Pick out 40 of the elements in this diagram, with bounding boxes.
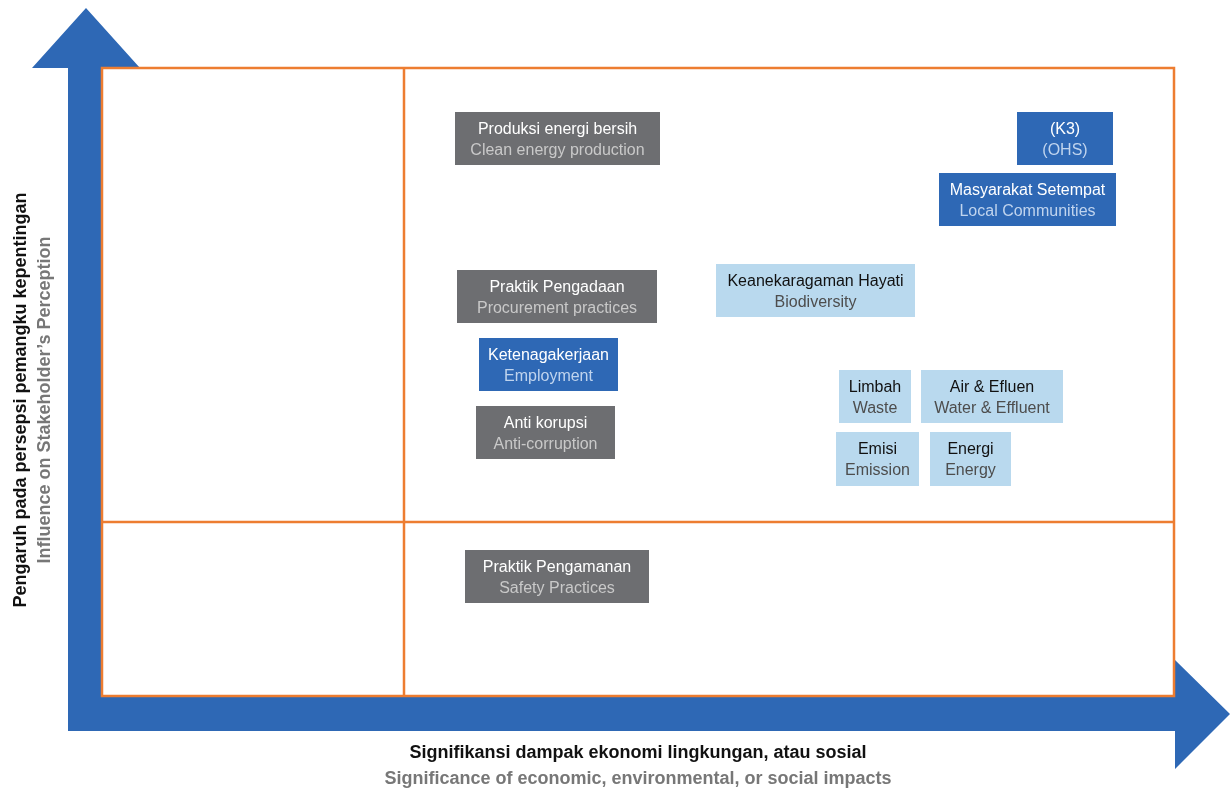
topic-translation: Waste <box>852 397 898 418</box>
topic-label: Emisi <box>857 439 898 459</box>
topic-label: Keanekaragaman Hayati <box>727 270 904 291</box>
axis-title: Pengaruh pada persepsi pemangku kepentingan <box>9 192 31 608</box>
topic-box <box>836 432 919 486</box>
topic-box <box>939 173 1116 226</box>
axis-title: Signifikansi dampak ekonomi lingkungan, atau sosial <box>409 741 867 764</box>
topic-translation: Emission <box>845 460 910 480</box>
topic-label: (K3) <box>1049 118 1081 139</box>
topic-translation: Anti-corruption <box>493 433 598 454</box>
topic-box <box>839 370 911 423</box>
topic-box <box>465 550 649 603</box>
topic-translation: Safety Practices <box>499 577 615 598</box>
topic-label: Air & Efluen <box>949 376 1035 397</box>
topic-label: Produksi energi bersih <box>477 118 638 139</box>
topic-translation: Water & Effluent <box>934 397 1050 418</box>
topic-label: Limbah <box>848 376 902 397</box>
topic-translation: (OHS) <box>1042 139 1088 160</box>
topic-box <box>716 264 915 317</box>
topic-translation: Local Communities <box>959 200 1096 221</box>
topic-translation: Biodiversity <box>774 291 857 312</box>
topic-box <box>455 112 660 165</box>
topic-translation: Employment <box>504 365 593 386</box>
topic-translation: Procurement practices <box>476 297 638 318</box>
topic-label: Ketenagakerjaan <box>488 344 609 365</box>
topic-box <box>476 406 615 459</box>
topic-label: Praktik Pengadaan <box>489 276 625 297</box>
topic-label: Energi <box>947 439 994 459</box>
topic-box <box>930 432 1011 486</box>
axis-title: Significance of economic, environmental, or social impacts <box>384 767 892 790</box>
axis-title: Influence on Stakeholder’s Perception <box>33 236 55 564</box>
topic-label: Anti korupsi <box>503 412 588 433</box>
topic-box <box>457 270 657 323</box>
topic-box <box>1017 112 1113 165</box>
topic-label: Masyarakat Setempat <box>949 179 1106 200</box>
topic-translation: Clean energy production <box>470 139 645 160</box>
topic-box <box>921 370 1063 423</box>
topic-translation: Energy <box>945 460 996 480</box>
topic-label: Praktik Pengamanan <box>482 556 632 577</box>
topic-box <box>479 338 618 391</box>
